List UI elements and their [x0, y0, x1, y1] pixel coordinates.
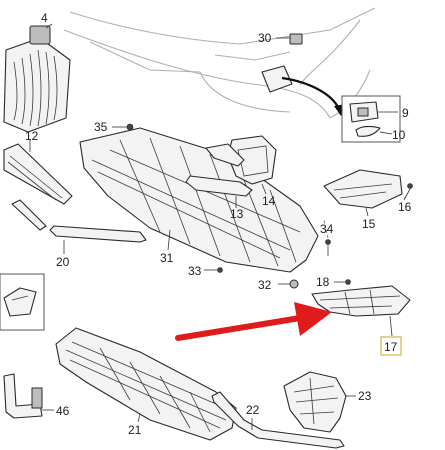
- part-33-screw: [204, 267, 223, 273]
- callout-4: 4: [41, 11, 48, 25]
- highlight-arrow: [175, 302, 332, 341]
- part-32-clip: [278, 279, 299, 289]
- part-30-clip: [276, 33, 303, 45]
- front-grille: [3, 23, 71, 133]
- callout-9: 9: [402, 106, 409, 120]
- part-12-grille-trim: [3, 140, 73, 205]
- callout-31: 31: [160, 251, 174, 265]
- inset-tow-eye-covers: [341, 95, 401, 143]
- callout-17: 17: [384, 340, 398, 354]
- part-20-trim-strip: [11, 199, 147, 254]
- callout-10: 10: [392, 128, 406, 142]
- part-15-bracket: [323, 169, 403, 217]
- left-inset-detail: [0, 273, 45, 331]
- part-17-bracket: [311, 285, 411, 337]
- callout-17-box: [380, 336, 402, 356]
- callout-15: 15: [362, 217, 376, 231]
- part-18-screw: [334, 279, 351, 285]
- tow-cover-pointer: [261, 65, 346, 116]
- callout-33: 33: [188, 264, 202, 278]
- callout-35: 35: [94, 120, 108, 134]
- callout-16: 16: [398, 200, 412, 214]
- part-22-lower-trim: [211, 391, 345, 449]
- part-34-screw: [323, 219, 331, 256]
- callout-14: 14: [262, 194, 276, 208]
- callout-20: 20: [56, 255, 70, 269]
- callout-32: 32: [258, 278, 272, 292]
- callout-12: 12: [25, 129, 39, 143]
- part-23-fog-cover: [283, 371, 356, 433]
- bumper-cover: [63, 7, 376, 119]
- callout-34: 34: [320, 222, 334, 236]
- part-13-trim-strip: [185, 143, 253, 208]
- part-21-lower-grille: [55, 327, 237, 441]
- callout-18: 18: [316, 275, 330, 289]
- part-16-screw: [403, 183, 413, 201]
- callout-46: 46: [56, 404, 70, 418]
- callout-13: 13: [230, 207, 244, 221]
- callout-21: 21: [128, 423, 142, 437]
- callout-23: 23: [358, 389, 372, 403]
- callout-22: 22: [246, 403, 260, 417]
- callout-30: 30: [258, 31, 272, 45]
- part-14-lamp-bezel: [227, 135, 277, 195]
- part-31-splash-shield: [79, 127, 319, 273]
- part-46-bracket: [3, 373, 54, 419]
- sensor-bracket: [29, 25, 51, 45]
